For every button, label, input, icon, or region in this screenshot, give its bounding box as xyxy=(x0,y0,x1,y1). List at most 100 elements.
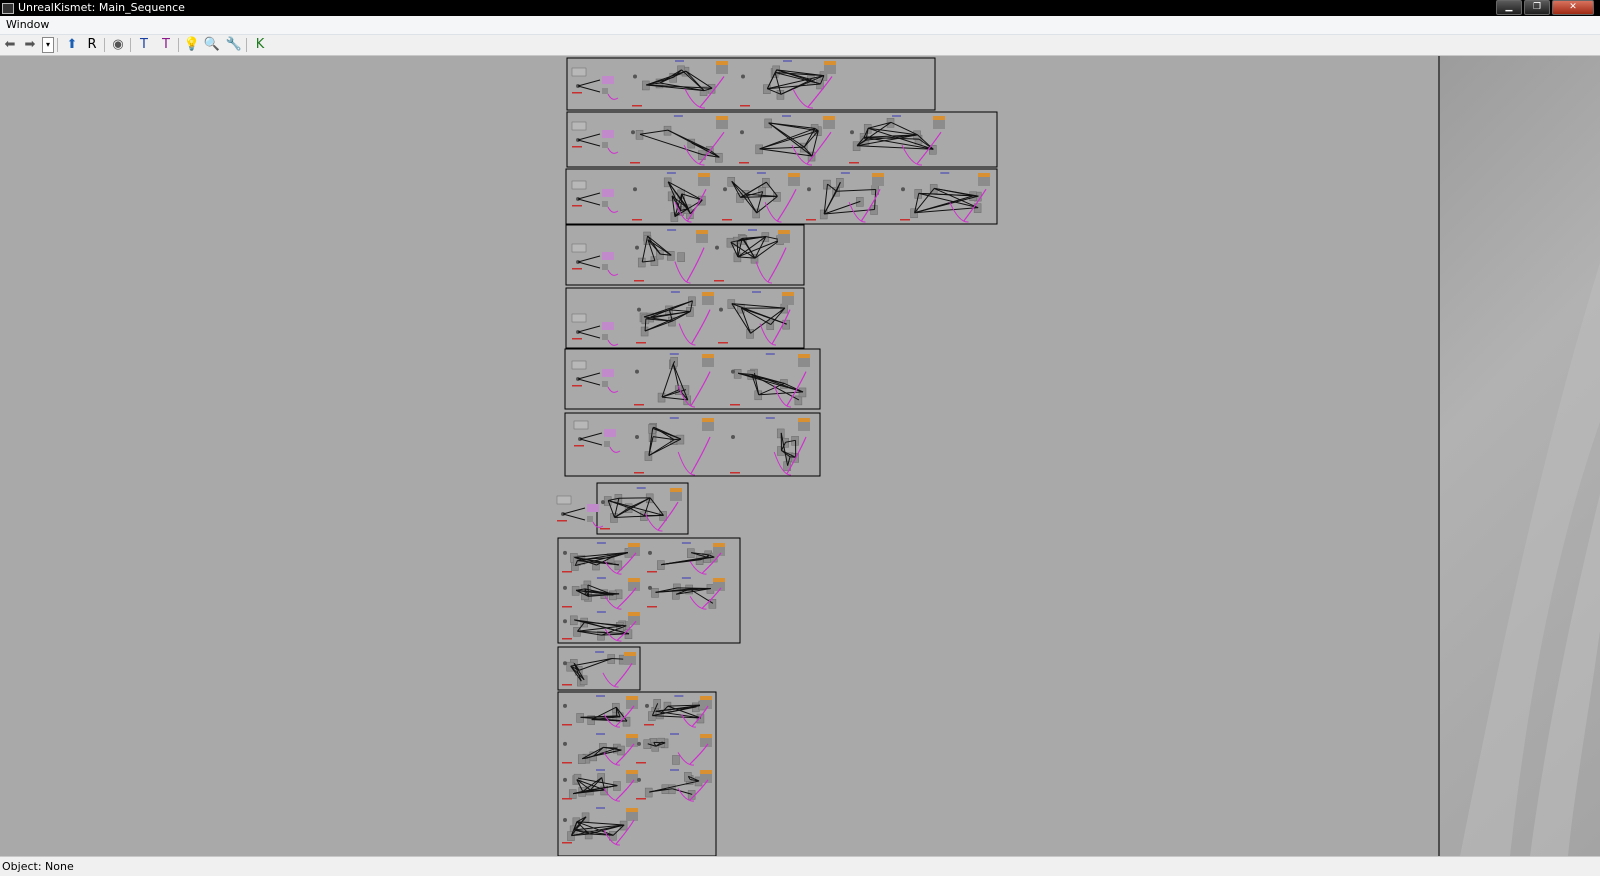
event-node-header xyxy=(682,577,691,579)
variable-link xyxy=(691,310,710,344)
connection-wire xyxy=(804,128,815,147)
sequence-cluster xyxy=(600,487,682,531)
event-node xyxy=(601,500,605,504)
event-node xyxy=(850,130,854,134)
event-node-header xyxy=(596,807,605,809)
variable-node xyxy=(602,130,614,138)
sequence-cluster xyxy=(740,60,836,108)
connection-wire xyxy=(760,147,805,149)
connection-wire xyxy=(578,134,600,140)
search-icon[interactable]: 🔍 xyxy=(204,37,220,53)
variable-node xyxy=(602,369,614,377)
output-node xyxy=(798,358,810,367)
connection-wire xyxy=(579,659,612,671)
kismet-node xyxy=(615,561,622,570)
event-node xyxy=(635,370,639,374)
event-node-header xyxy=(597,542,606,544)
output-node-header xyxy=(716,116,728,120)
minimize-button[interactable]: ▁ xyxy=(1496,0,1522,15)
sequence-cluster xyxy=(718,291,794,345)
window-controls: ▁ ❐ ✕ xyxy=(1496,0,1594,14)
connection-wire xyxy=(578,256,600,262)
kismet-node xyxy=(657,561,664,570)
output-node xyxy=(872,177,884,186)
rename-sequence-icon[interactable]: R xyxy=(84,37,100,53)
event-node xyxy=(741,75,745,79)
sequence-cluster xyxy=(630,115,728,165)
variable-marker xyxy=(722,219,732,221)
kismet-k-icon[interactable]: K xyxy=(252,37,268,53)
output-node xyxy=(702,296,714,305)
app-icon xyxy=(2,3,14,14)
connection-wire xyxy=(578,373,600,379)
kismet-node xyxy=(572,314,586,322)
event-node-header xyxy=(748,229,757,231)
sequence-cluster xyxy=(562,542,640,574)
variable-link xyxy=(610,447,620,452)
kismet-node xyxy=(569,790,576,799)
variable-marker xyxy=(632,105,642,107)
maximize-button[interactable]: ❐ xyxy=(1524,0,1550,15)
variable-marker xyxy=(562,684,572,686)
output-node-header xyxy=(628,578,640,582)
kismet-node xyxy=(602,201,608,207)
output-node xyxy=(626,812,638,821)
event-node xyxy=(633,187,637,191)
starter-cluster xyxy=(574,421,620,452)
kismet-node xyxy=(645,452,652,461)
back-arrow-icon[interactable]: ⬅ xyxy=(2,37,18,53)
close-button[interactable]: ✕ xyxy=(1552,0,1594,15)
connection-wire xyxy=(578,80,600,86)
event-node-header xyxy=(675,60,684,62)
kismet-node xyxy=(572,244,586,252)
output-node-header xyxy=(713,578,725,582)
output-node-header xyxy=(872,173,884,177)
kismet-canvas[interactable] xyxy=(0,56,1600,856)
event-node xyxy=(731,370,735,374)
variable-marker xyxy=(572,385,582,387)
sequence-graph[interactable] xyxy=(0,56,1600,856)
history-dropdown[interactable]: ▾ xyxy=(42,37,54,53)
event-node-header xyxy=(752,291,761,293)
connection-wire xyxy=(580,433,602,439)
kismet-node xyxy=(557,496,571,504)
kismet-node xyxy=(602,142,608,148)
event-node xyxy=(648,586,652,590)
event-node xyxy=(637,308,641,312)
starter-cluster xyxy=(572,361,618,392)
parent-sequence-up-icon[interactable]: ⬆ xyxy=(64,37,80,53)
menu-window[interactable]: Window xyxy=(6,18,49,31)
variable-link xyxy=(861,189,880,221)
starter-cluster xyxy=(572,244,618,275)
variable-node xyxy=(602,252,614,260)
output-node-header xyxy=(626,734,638,738)
connection-wire xyxy=(757,196,778,213)
sequence-cluster xyxy=(634,417,714,475)
connection-wire xyxy=(662,364,673,397)
lightbulb-icon[interactable]: 💡 xyxy=(184,37,200,53)
forward-arrow-icon[interactable]: ➡ xyxy=(22,37,38,53)
wrench-icon[interactable]: 🔧 xyxy=(226,37,242,53)
event-node-header xyxy=(757,172,766,174)
variable-marker xyxy=(562,798,572,800)
event-node xyxy=(731,435,735,439)
kismet-node xyxy=(578,755,585,764)
status-object-label: Object: None xyxy=(2,860,74,873)
variable-marker xyxy=(730,472,740,474)
output-node-header xyxy=(702,292,714,296)
output-node-header xyxy=(798,354,810,358)
sequence-cluster xyxy=(722,172,800,222)
event-node xyxy=(563,778,567,782)
variable-marker xyxy=(632,219,642,221)
output-node-header xyxy=(824,61,836,65)
output-node-header xyxy=(782,292,794,296)
hide-connectors-icon[interactable]: ◉ xyxy=(110,37,126,53)
show-all-connectors-icon[interactable]: T xyxy=(136,37,152,53)
sequence-cluster xyxy=(634,229,708,283)
event-node-header xyxy=(637,487,646,489)
output-node-header xyxy=(700,770,712,774)
variable-marker xyxy=(572,268,582,270)
hide-unused-connectors-icon[interactable]: T xyxy=(158,37,174,53)
connection-wire xyxy=(580,439,602,445)
status-bar: Object: None xyxy=(0,856,1600,876)
